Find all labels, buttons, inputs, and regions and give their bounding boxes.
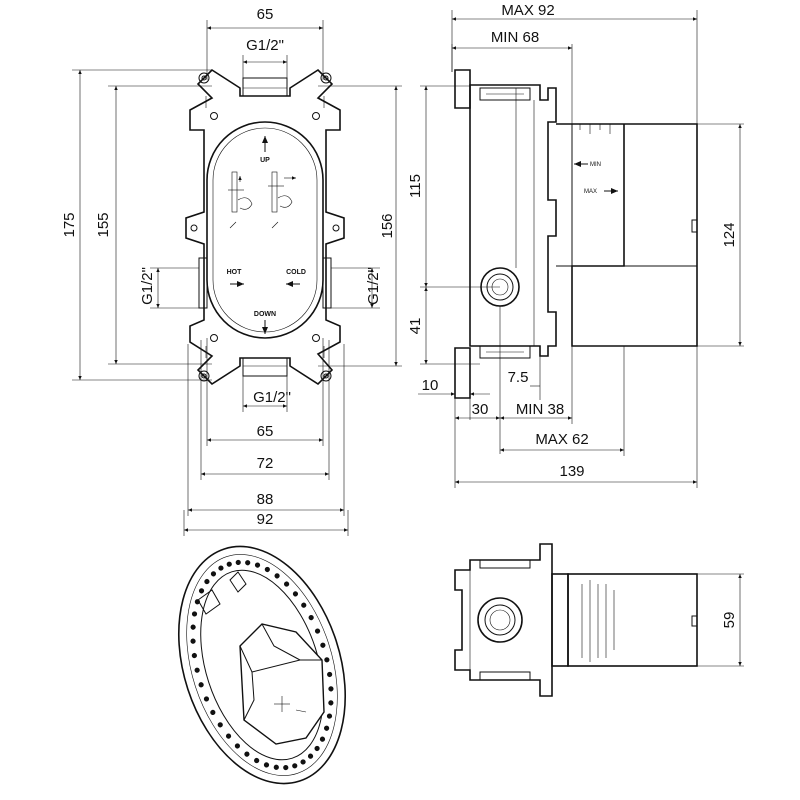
plate-hole [264,566,270,573]
label-hot: HOT [227,269,243,276]
plate-hole [198,682,204,688]
label-down: DOWN [254,311,276,318]
plate-hole [198,588,205,594]
dim-175: 175 [61,212,78,237]
plate-hole [191,611,198,617]
plate-hole [283,764,289,771]
plate-hole [324,657,330,663]
front-view: 65 G1/2" UP [61,6,402,536]
plate-hole [292,591,299,597]
plate-hole [254,562,261,568]
label-max: MAX [584,189,597,195]
plate-hole [263,762,270,768]
dim-bottom-65: 65 [257,423,274,440]
plate-hole [194,599,200,605]
handle-diagram-icon [228,171,296,229]
dim-124: 124 [721,222,738,247]
plate-hole [274,573,280,579]
plate-hole [328,700,334,706]
label-up: UP [260,157,270,164]
top-view: 59 [454,543,744,697]
label-cold: COLD [286,269,306,276]
thread-right-label: G1/2" [365,267,382,305]
plate-hole [190,624,196,630]
plate-hole [245,560,251,566]
dim-top-65: 65 [257,6,274,23]
plate-hole [190,638,196,644]
plate-hole [314,628,321,634]
side-view: MAX 92 MIN 68 [407,2,744,488]
plate-hole [204,578,210,585]
dim-59: 59 [721,612,738,629]
plate-hole [326,713,333,719]
plate-hole [319,736,326,742]
plate-hole [324,725,330,731]
plate-hole [307,753,314,759]
thread-bottom-label: G1/2" [253,389,291,406]
plate-hole [254,757,260,764]
plate-hole [327,671,333,678]
dim-min38: MIN 38 [516,401,564,418]
dim-max62: MAX 62 [535,431,588,448]
plate-hole [234,743,241,749]
dim-10: 10 [422,377,439,394]
plate-hole [300,759,306,765]
plate-hole [194,667,200,673]
thread-top-label: G1/2" [246,37,284,54]
dim-88: 88 [257,491,274,508]
thread-left-label: G1/2" [139,267,156,305]
dim-min68: MIN 68 [491,29,539,46]
plate-hole [244,751,250,757]
plate-hole [328,686,334,692]
isometric-view [177,545,347,785]
dim-156: 156 [379,213,396,238]
plate-hole [314,745,320,752]
plate-hole [235,559,241,566]
dim-139: 139 [559,463,584,480]
plate-hole [203,696,210,702]
plate-hole [225,733,232,739]
dim-72: 72 [257,455,274,472]
plate-hole [210,571,217,577]
label-min: MIN [590,162,601,168]
plate-hole [191,652,197,659]
dim-115: 115 [407,174,424,198]
dim-92: 92 [257,511,274,528]
plate-holes [190,559,334,771]
plate-hole [283,581,290,587]
dim-7-5: 7.5 [508,369,529,386]
plate-hole [210,709,216,716]
dim-30: 30 [472,401,489,418]
plate-hole [292,763,298,769]
plate-hole [218,565,224,571]
plate-hole [301,602,307,608]
plate-hole [320,642,326,648]
plate-hole [273,764,279,770]
dim-155: 155 [95,212,112,237]
plate-hole [226,561,232,567]
plate-hole [217,722,223,728]
plate-hole [308,614,314,621]
dim-41: 41 [407,318,424,335]
dim-max92: MAX 92 [501,2,554,19]
